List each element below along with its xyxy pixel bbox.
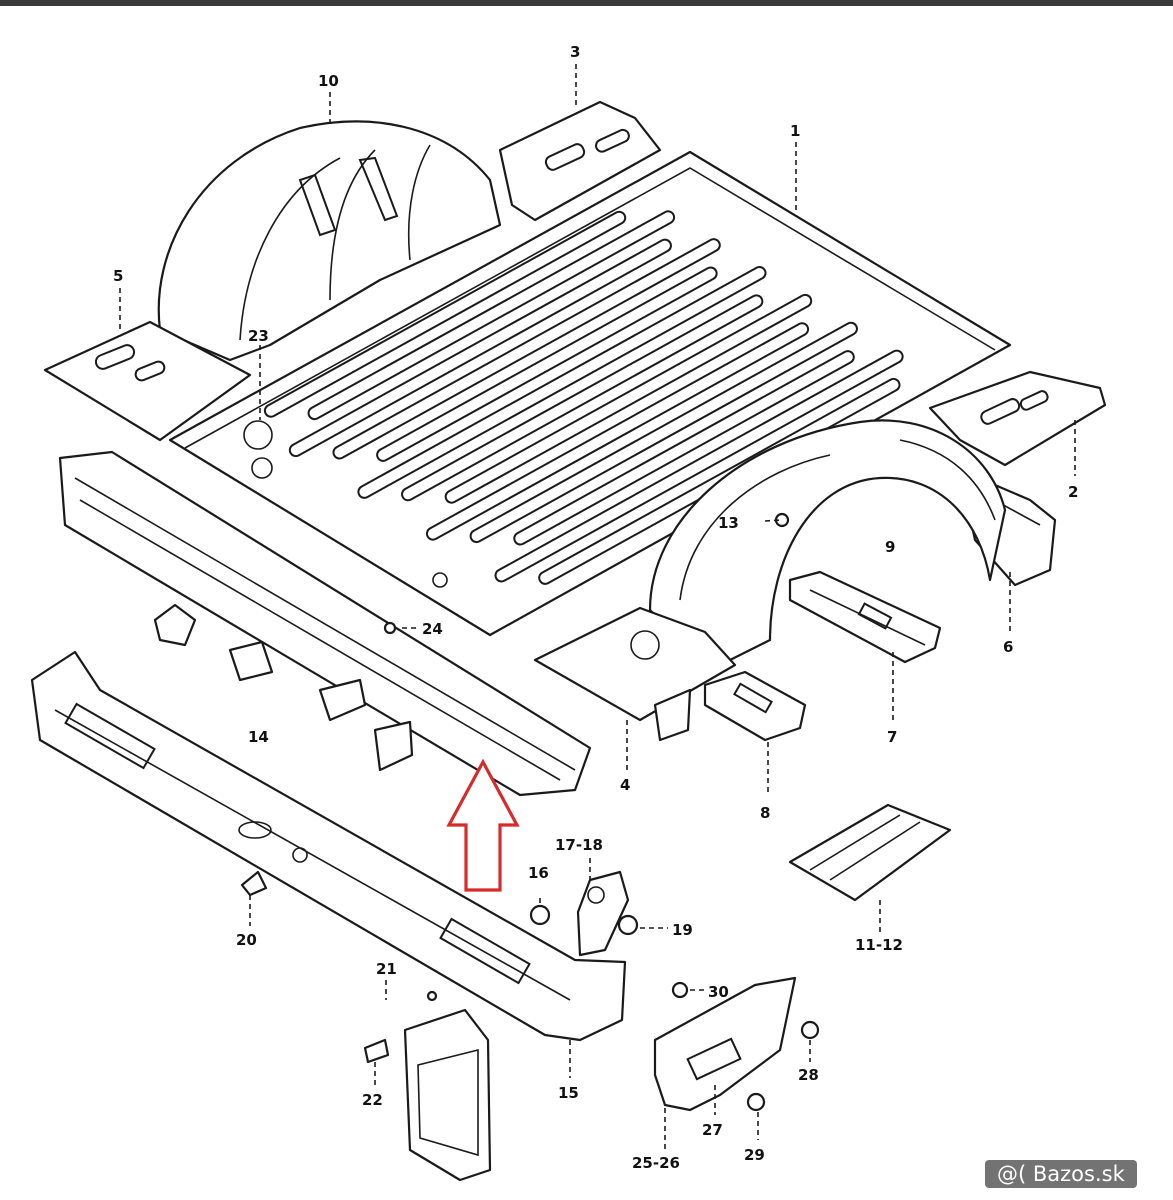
callout-14: 14	[248, 728, 269, 746]
fastener-22	[363, 1038, 390, 1064]
screw-21	[426, 990, 438, 1002]
callout-labels: 1 2 3 4 5 6 7 8 9 10 11-12 13 14 15 16 1…	[113, 43, 1078, 1172]
floor-rib	[425, 322, 810, 541]
callout-28: 28	[798, 1066, 819, 1084]
callout-1: 1	[790, 122, 800, 140]
nut-29	[746, 1092, 766, 1112]
callout-7: 7	[887, 728, 897, 746]
floor-rib	[444, 293, 813, 504]
callout-3: 3	[570, 43, 580, 61]
site-watermark: @( Bazos.sk	[985, 1160, 1137, 1188]
callout-10: 10	[318, 72, 339, 90]
bolt-19	[617, 914, 639, 936]
callout-4: 4	[620, 776, 630, 794]
floor-rib	[288, 238, 672, 458]
rear-corner-bracket	[498, 100, 662, 222]
floor-rib	[357, 266, 767, 499]
mud-guard-bracket	[653, 976, 797, 1112]
lower-cross-bracket	[703, 670, 807, 742]
drain-plug-24	[383, 621, 397, 635]
floor-rib	[513, 350, 855, 546]
callout-23: 23	[248, 327, 269, 345]
callout-27: 27	[702, 1121, 723, 1139]
left-corner-bracket	[43, 320, 252, 442]
callout-30: 30	[708, 983, 729, 1001]
right-corner-bracket	[928, 370, 1107, 467]
clip-20	[240, 870, 268, 897]
highlight-arrow	[446, 758, 520, 892]
callout-9: 9	[885, 538, 895, 556]
mud-guard-plate	[403, 1008, 492, 1182]
fasteners	[240, 512, 820, 1112]
small-bolt-16	[529, 904, 551, 926]
cross-member-bracket	[788, 570, 942, 664]
screw-30	[671, 981, 689, 999]
outer-rocker-panel	[30, 650, 627, 1042]
callout-2: 2	[1068, 483, 1078, 501]
right-wheel-house	[648, 419, 1007, 667]
callout-19: 19	[672, 921, 693, 939]
floor-rib	[494, 349, 904, 583]
callout-13: 13	[718, 514, 739, 532]
floor-rib	[401, 294, 764, 502]
nut-28	[800, 1020, 820, 1040]
front-cross-member	[533, 606, 737, 742]
latch-bracket	[576, 870, 630, 957]
top-frame-bar	[0, 0, 1173, 6]
floor-rib	[332, 238, 721, 460]
callout-16: 16	[528, 864, 549, 882]
callout-24: 24	[422, 620, 443, 638]
callout-11-12: 11-12	[855, 936, 903, 954]
callout-29: 29	[744, 1146, 765, 1164]
callout-15: 15	[558, 1084, 579, 1102]
inner-sill	[58, 450, 592, 797]
floor-rib	[469, 321, 858, 544]
callout-20: 20	[236, 931, 257, 949]
callout-22: 22	[362, 1091, 383, 1109]
callout-17-18: 17-18	[555, 836, 603, 854]
support-plate	[788, 803, 952, 902]
callout-8: 8	[760, 804, 770, 822]
callout-21: 21	[376, 960, 397, 978]
floor-rib	[263, 210, 627, 418]
callout-25-26: 25-26	[632, 1154, 680, 1172]
callout-6: 6	[1003, 638, 1013, 656]
floor-rib	[307, 210, 676, 421]
callout-5: 5	[113, 267, 123, 285]
left-wheel-house	[157, 120, 502, 362]
floor-rib	[376, 266, 718, 462]
leader-lines	[119, 64, 1076, 1150]
